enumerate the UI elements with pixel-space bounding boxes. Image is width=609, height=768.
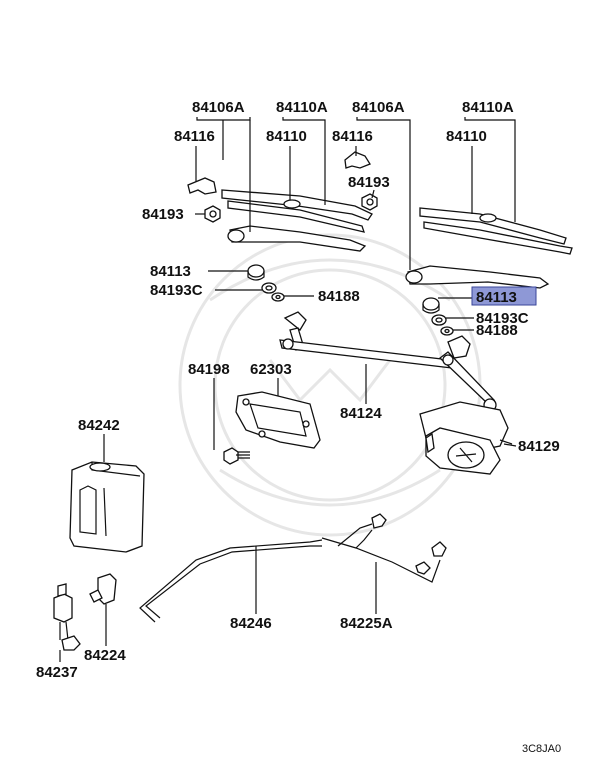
label-84193-right[interactable]: 84193	[348, 174, 390, 191]
washer-84188-left[interactable]	[271, 292, 285, 302]
label-84106A-right[interactable]: 84106A	[352, 99, 405, 116]
bushing-84193C-right[interactable]	[431, 314, 447, 326]
label-84193C-right[interactable]: 84193C	[476, 310, 529, 327]
bolt-84198[interactable]	[223, 447, 250, 465]
label-84225A[interactable]: 84225A	[340, 615, 393, 632]
label-84110-right[interactable]: 84110	[446, 128, 487, 145]
highlight-box-84113	[471, 286, 537, 306]
label-84242[interactable]: 84242	[78, 417, 120, 434]
nut-84193-left[interactable]	[204, 205, 221, 223]
label-84193-left[interactable]: 84193	[142, 206, 184, 223]
wiring-harness-84225A[interactable]	[321, 513, 447, 583]
label-84110A-left[interactable]: 84110A	[276, 99, 328, 116]
left-arm-cover-84116[interactable]	[187, 177, 217, 195]
right-wiper-arm[interactable]	[405, 265, 550, 289]
label-84237[interactable]: 84237	[36, 664, 78, 681]
part-labels: 84106A 84110A 84106A 84110A 84116 84110 …	[36, 99, 560, 681]
diagram-code: 3C8JA0	[522, 743, 561, 755]
label-84110-left[interactable]: 84110	[266, 128, 307, 145]
leader-lines	[59, 117, 517, 662]
label-84113-left[interactable]: 84113	[150, 263, 191, 280]
motor-bracket-62303[interactable]	[235, 391, 321, 449]
label-84193C-left[interactable]: 84193C	[150, 282, 203, 299]
washer-motor-84237[interactable]	[53, 583, 81, 651]
label-84110A-right[interactable]: 84110A	[462, 99, 514, 116]
right-wiper-blade[interactable]	[419, 207, 573, 255]
watermark-emblem	[178, 233, 482, 537]
label-84224[interactable]: 84224	[84, 647, 126, 664]
cap-84113-right[interactable]	[422, 297, 440, 314]
right-arm-cover-84116[interactable]	[344, 151, 371, 169]
label-84106A-left[interactable]: 84106A	[192, 99, 245, 116]
label-84188-left[interactable]: 84188	[318, 288, 360, 305]
bushing-84193C-left[interactable]	[261, 282, 277, 294]
washer-84188-right[interactable]	[440, 326, 454, 336]
left-wiper-arm[interactable]	[227, 225, 367, 252]
left-wiper-blade[interactable]	[221, 189, 373, 233]
label-84113-right[interactable]: 84113	[476, 289, 517, 306]
washer-hose-84246[interactable]	[139, 539, 323, 623]
label-84116-left[interactable]: 84116	[174, 128, 215, 145]
label-84116-right[interactable]: 84116	[332, 128, 373, 145]
washer-tank-84242[interactable]	[69, 461, 145, 553]
washer-valve-84224[interactable]	[89, 573, 117, 605]
nut-84193-right[interactable]	[361, 193, 378, 211]
label-84188-right[interactable]: 84188	[476, 322, 518, 339]
label-84198[interactable]: 84198	[188, 361, 230, 378]
label-84246[interactable]: 84246	[230, 615, 272, 632]
wiper-motor-84129[interactable]	[419, 401, 513, 475]
label-84129[interactable]: 84129	[518, 438, 560, 455]
label-62303[interactable]: 62303	[250, 361, 292, 378]
label-84124[interactable]: 84124	[340, 405, 382, 422]
